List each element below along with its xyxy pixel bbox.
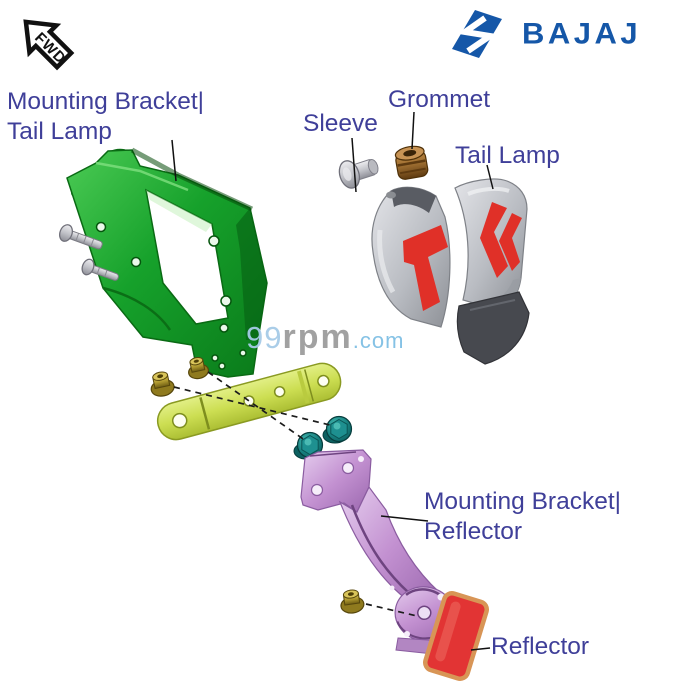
label-line: Mounting Bracket| [7,88,205,115]
part-grommet [394,145,429,180]
bracket-edge-highlight [95,161,189,192]
teal-bolt [322,415,353,444]
watermark: 99 rpm .com [246,318,404,357]
part-link-plate [156,362,342,441]
label-sleeve: Sleeve [303,110,378,137]
watermark-com: .com [352,328,405,353]
bajaj-flying-b-icon [452,10,502,58]
fwd-arrow-shape [23,19,75,71]
assembly-dashed-lines [173,371,418,617]
callout-leader-lines [171,111,494,651]
watermark-rpm: rpm [282,318,353,356]
label-tail-lamp: Tail Lamp [455,142,560,169]
screw [59,224,103,250]
part-mounting-bracket-tail-lamp [66,147,268,378]
bracket-top-shadow [130,147,254,212]
part-screws [59,224,119,281]
part-flange-nuts [150,356,210,397]
label-line: Reflector [424,518,523,546]
bracket-holes [95,221,247,370]
flange-nut [340,589,365,614]
bracket-body [66,149,268,378]
flange-nut [150,371,175,397]
bracket-right-shade [236,208,267,340]
fwd-arrow-icon: FWD [23,19,75,71]
label-reflector: Reflector [491,633,590,660]
part-reflector [423,591,489,681]
label-grommet: Grommet [388,86,491,113]
brand-wordmark: BAJAJ [522,16,642,51]
part-sleeve [338,158,379,189]
brand-logo: BAJAJ [452,8,641,60]
lamp-red-chevron [480,202,508,278]
reflector-bracket-ridge [350,504,410,594]
bracket-fold-line [102,286,172,331]
label-mounting-bracket-tail-lamp: Mounting Bracket| Tail Lamp [7,87,204,148]
lamp-left-cap [391,187,436,213]
lamp-red-band [403,225,448,311]
lamp-red-chevron [499,213,522,271]
label-mounting-bracket-reflector: Mounting Bracket| Reflector [424,487,621,548]
part-tail-lamp [371,178,530,365]
part-teal-bolts [293,415,353,460]
screw [81,258,119,281]
flange-nut [188,356,210,380]
watermark-99: 99 [246,320,283,355]
reflector-bracket-holes [310,456,445,637]
bracket-window-highlight [146,190,212,232]
lamp-base [456,291,530,365]
label-line: Tail Lamp [7,118,112,146]
label-line: Mounting Bracket| [424,488,622,515]
